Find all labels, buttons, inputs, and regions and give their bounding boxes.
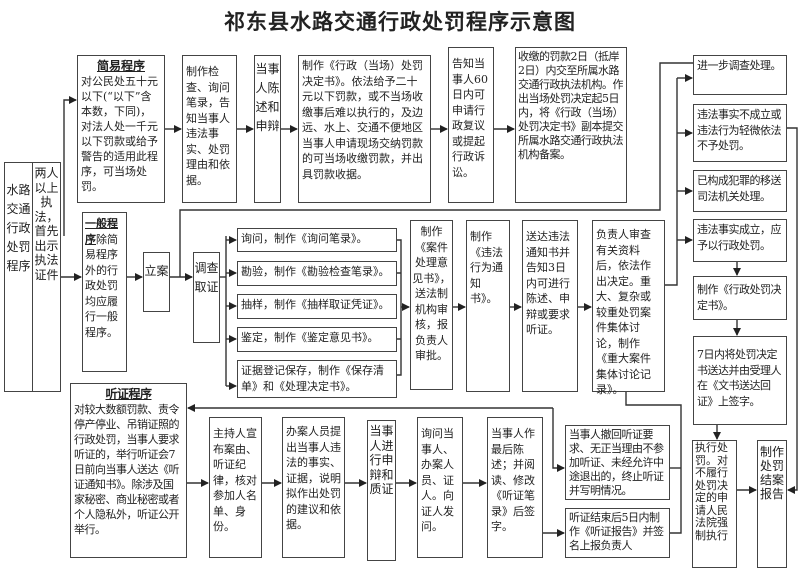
violation-notice-box: 制作《违法行为通知书》。 [466, 220, 510, 392]
execute-penalty-box: 执行处罚。对不履行处罚决定的申请人民法院强制执行 [692, 440, 737, 568]
general-heading: 一般程序 [85, 217, 118, 246]
delivery-box: 7日内将处罚决定书送达并由受理人在《文书送达回证》上签字。 [693, 336, 787, 425]
host-announce-box: 主持人宣布案由、听证纪律，核对参加人名单、身份。 [209, 417, 262, 558]
officers-box: 两人以上执法，首先出示执法证件 [32, 162, 61, 392]
further-investigation-box: 进一步调查处理。 [693, 55, 787, 95]
case-opinion-box: 制作《案件处理意见书》，送法制机构审核，报负责人审批。 [410, 220, 453, 390]
page-title: 祁东县水路交通行政处罚程序示意图 [224, 9, 576, 34]
investigation-box: 调查取证 [193, 252, 220, 343]
hearing-report-box: 听证结束后5日内制作《听证报告》并签名上报负责人 [565, 508, 670, 558]
evidence-appraisal: 鉴定，制作《鉴定意见书》。 [237, 327, 397, 352]
simple-step-inspect: 制作检查、询问笔录，告知当事人违法事实、处罚理由和依据。 [182, 55, 237, 203]
final-statement-box: 当事人作最后陈述；并阅读、修改《听证笔录》后签字。 [487, 417, 543, 558]
transfer-judicial-box: 已构成犯罪的移送司法机关处理。 [693, 170, 787, 212]
simple-scope: 对公民处五十元以下(“以下”含本数，下同)，对法人处一千元以下罚款或给予警告的适… [81, 75, 158, 193]
hearing-heading: 听证程序 [105, 387, 152, 401]
general-scope: 除简易程序外的行政处罚均应履行一般程序。 [85, 232, 118, 339]
evidence-inspection: 勘验，制作《勘验检查笔录》。 [237, 261, 397, 286]
simple-heading: 简易程序 [96, 59, 145, 73]
process-title-box: 水路交通行政处罚程序 [4, 162, 33, 392]
hearing-terminated-box: 当事人撤回听证要求、无正当理由不参加听证、未经允许中途退出的，终止听证并写明情况… [565, 425, 670, 500]
evidence-preservation: 证据登记保存，制作《保存清单》和《处理决定书》。 [237, 360, 397, 398]
simple-step-statement: 当事人陈述和申辩 [254, 55, 281, 203]
penalty-box: 违法事实成立，应予以行政处罚。 [693, 219, 787, 262]
defense-box: 当事人进行申辩和质证 [367, 420, 396, 561]
questioning-box: 询问当事人、办案人员、证人。向证人发问。 [417, 417, 463, 558]
serve-notice-box: 送达违法通知书并告知3日内可进行陈述、申辩或要求听证。 [522, 220, 578, 392]
arrow-to-simple [63, 96, 77, 236]
hearing-scope: 对较大数额罚款、责令停产停业、吊销证照的行政处罚，当事人要求听证的，举行听证会7… [74, 403, 180, 536]
simple-step-appeal: 告知当事人60日内可申请行政复议或提起行政诉讼。 [448, 47, 494, 203]
simple-procedure-box: 简易程序 对公民处五十元以下(“以下”含本数，下同)，对法人处一千元以下罚款或给… [77, 55, 165, 203]
simple-step-fine-collection: 收缴的罚款2日（抵岸2日）内交至所属水路交通行政执法机构。作出当场处罚决定起5日… [515, 47, 627, 203]
penalty-decision-box: 制作《行政处罚决定书》。 [693, 276, 787, 320]
evidence-sampling: 抽样，制作《抽样取证凭证》。 [237, 294, 397, 319]
general-procedure-box: 一般程序除简易程序外的行政处罚均应履行一般程序。 [82, 212, 127, 372]
supervisor-review-box: 负责人审查有关资料后，依法作出决定。重大、复杂或较重处罚案件集体讨论，制作《重大… [592, 220, 665, 396]
hearing-procedure-box: 听证程序 对较大数额罚款、责令停产停业、吊销证照的行政处罚，当事人要求听证的，举… [70, 383, 187, 558]
evidence-inquiry: 询问，制作《询问笔录》。 [237, 228, 397, 252]
filing-box: 立案 [143, 252, 170, 312]
officer-presentation-box: 办案人员提出当事人违法的事实、证据，说明拟作出处罚的建议和依据。 [282, 417, 345, 558]
simple-step-decision: 制作《行政（当场）处罚决定书》。依法给予二十元以下罚款，或不当场收缴事后难以执行… [298, 55, 431, 203]
closing-report-box: 制作处罚结案报告 [757, 440, 787, 568]
no-penalty-box: 违法事实不成立或违法行为轻微依法不予处罚。 [693, 104, 787, 162]
